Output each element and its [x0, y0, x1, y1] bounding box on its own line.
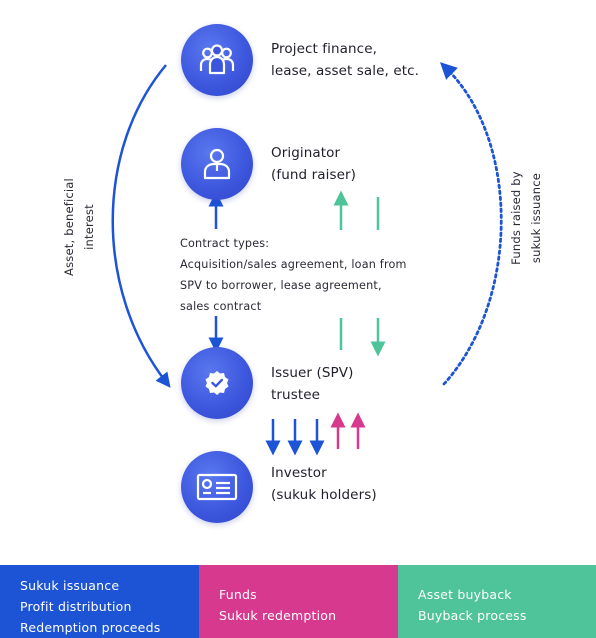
contract-types-line: Acquisition/sales agreement, loan from [180, 258, 407, 271]
originator-node [181, 128, 253, 200]
legend-blue: Sukuk issuance Profit distribution Redem… [0, 565, 199, 638]
legend-blue-line1: Sukuk issuance [20, 578, 120, 593]
contract-types-line: SPV to borrower, lease agreement, [180, 279, 382, 292]
legend-blue-line3: Redemption proceeds [20, 620, 161, 635]
project-label-line1: Project finance, [271, 41, 377, 57]
legend-footer: Sukuk issuance Profit distribution Redem… [0, 565, 596, 638]
originator-label: Originator (fund raiser) [271, 142, 356, 186]
people-group-icon [199, 44, 235, 75]
investor-label-line2: (sukuk holders) [271, 487, 377, 503]
investor-node [181, 451, 253, 523]
funds-raised-label: Funds raised by sukuk issuance [506, 158, 546, 278]
asset-label-line1: Asset, beneficial [62, 178, 76, 276]
verified-badge-icon [205, 371, 229, 395]
originator-label-line1: Originator [271, 145, 341, 161]
legend-blue-line2: Profit distribution [20, 599, 132, 614]
legend-pink-line2: Sukuk redemption [219, 608, 337, 623]
funds-label-line2: sukuk issuance [529, 172, 543, 264]
asset-beneficial-interest-label: Asset, beneficial interest [59, 167, 99, 287]
legend-green: Asset buyback Buyback process [398, 565, 596, 638]
investor-label: Investor (sukuk holders) [271, 462, 377, 506]
issuer-label: Issuer (SPV) trustee [271, 362, 353, 406]
project-label-line2: lease, asset sale, etc. [271, 63, 420, 79]
issuer-label-line2: trustee [271, 387, 321, 403]
investor-label-line1: Investor [271, 465, 327, 481]
legend-green-line1: Asset buyback [418, 587, 512, 602]
certificate-icon [196, 473, 238, 501]
issuer-node [181, 347, 253, 419]
funds-flow-arrow [439, 62, 503, 386]
originator-label-line2: (fund raiser) [271, 167, 357, 183]
project-node [181, 24, 253, 96]
legend-green-line2: Buyback process [418, 608, 527, 623]
asset-label-line2: interest [82, 204, 96, 250]
project-label: Project finance, lease, asset sale, etc. [271, 38, 419, 82]
asset-flow-arrow [111, 64, 171, 388]
legend-pink: Funds Sukuk redemption [199, 565, 398, 638]
contract-types-text: Contract types: Acquisition/sales agreem… [180, 233, 407, 317]
contract-types-heading: Contract types: [180, 237, 270, 250]
issuer-label-line1: Issuer (SPV) [271, 365, 354, 381]
contract-types-line: sales contract [180, 300, 262, 313]
person-icon [203, 148, 231, 180]
funds-label-line1: Funds raised by [509, 171, 523, 265]
legend-pink-line1: Funds [219, 587, 257, 602]
